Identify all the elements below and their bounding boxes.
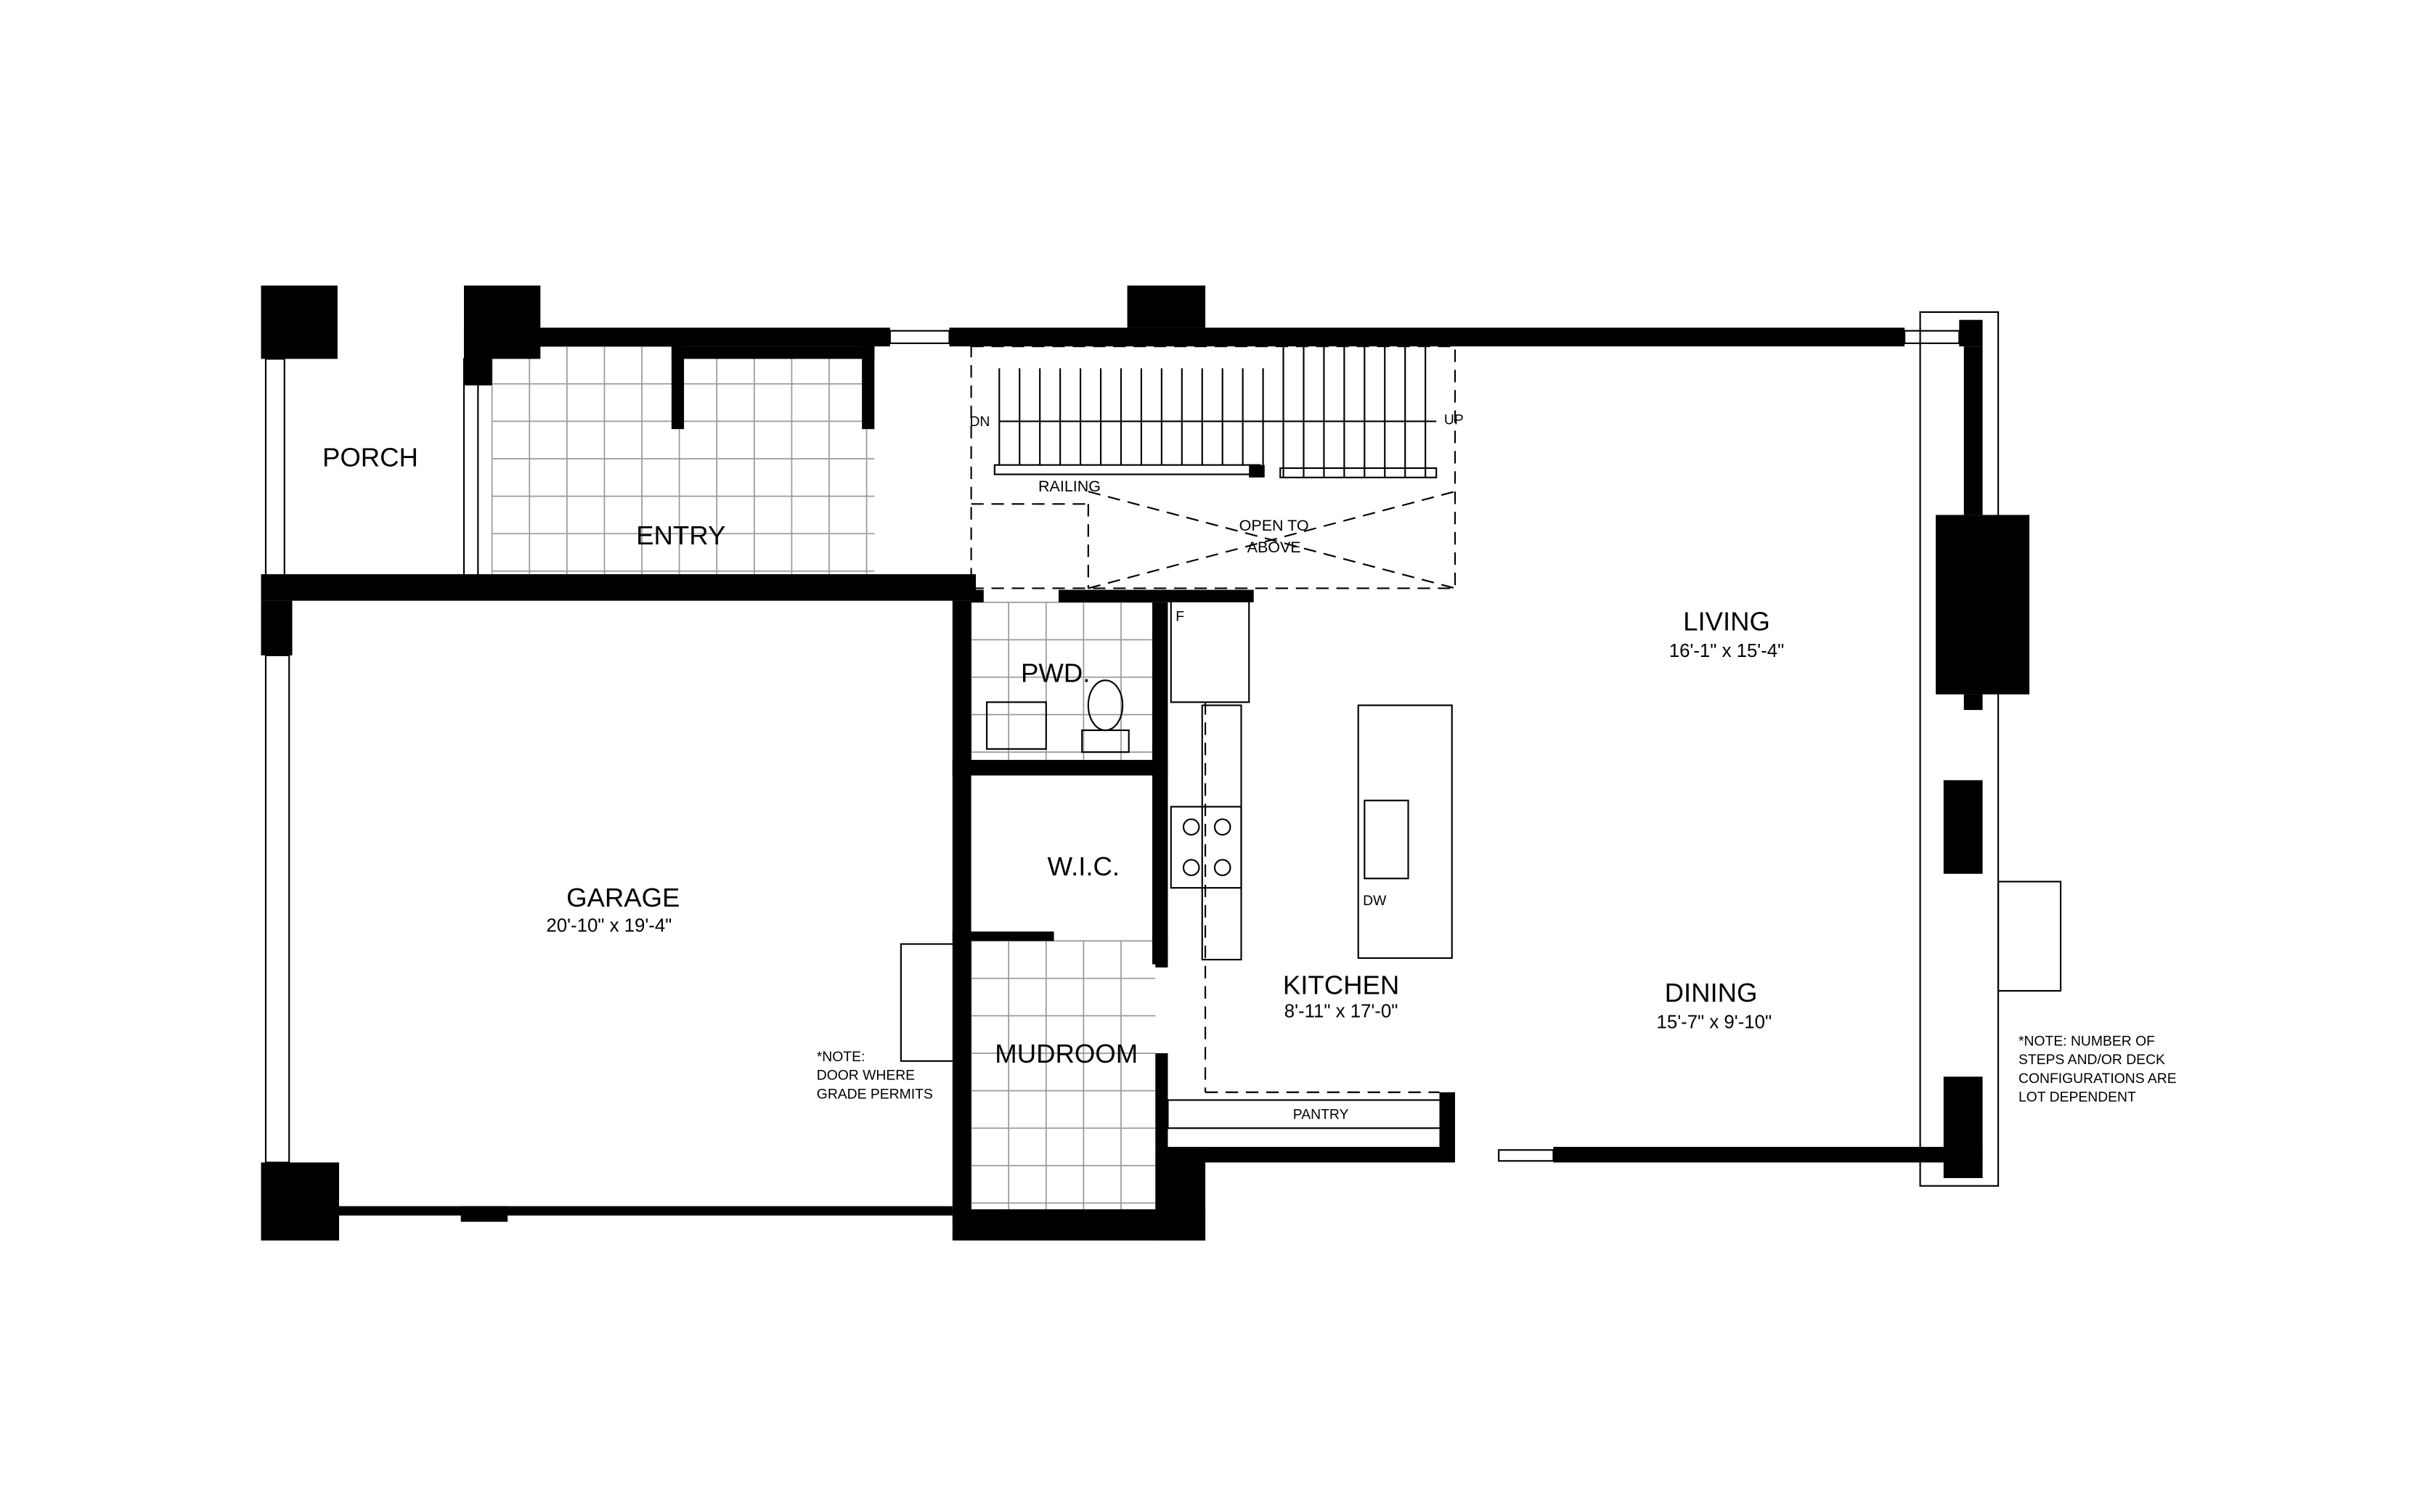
walls [261, 285, 2062, 1241]
wic-label: W.I.C. [1048, 851, 1120, 881]
deck-note: *NOTE: NUMBER OF STEPS AND/OR DECK CONFI… [2018, 1033, 2177, 1105]
mudroom-label: MUDROOM [995, 1039, 1138, 1068]
garage-label: GARAGE [566, 883, 680, 912]
living-size: 16'-1" x 15'-4" [1669, 641, 1785, 661]
mudroom-tile-grid [970, 940, 1156, 1209]
kitchen-label: KITCHEN [1283, 970, 1399, 1000]
dishwasher-label: DW [1363, 893, 1387, 909]
staircase [970, 346, 1457, 589]
svg-text:STEPS AND/OR DECK: STEPS AND/OR DECK [2018, 1052, 2165, 1068]
railing-label: RAILING [1038, 478, 1101, 495]
kitchen-size: 8'-11" x 17'-0" [1284, 1002, 1398, 1022]
garage-door-note: *NOTE: DOOR WHERE GRADE PERMITS [817, 1049, 933, 1103]
stair-down-label: DN [969, 414, 990, 430]
open-to-above-line2: ABOVE [1247, 539, 1301, 556]
garage-size: 20'-10" x 19'-4" [546, 915, 672, 936]
entry-label: ENTRY [636, 520, 725, 550]
pantry-label: PANTRY [1293, 1106, 1349, 1122]
dining-label: DINING [1665, 978, 1758, 1008]
svg-text:*NOTE:: *NOTE: [817, 1049, 865, 1065]
open-to-above-line1: OPEN TO [1239, 517, 1309, 534]
dining-size: 15'-7" x 9'-10" [1657, 1013, 1772, 1033]
living-label: LIVING [1683, 606, 1770, 636]
fridge-label: F [1176, 609, 1184, 625]
stair-up-label: UP [1444, 412, 1464, 428]
svg-text:GRADE PERMITS: GRADE PERMITS [817, 1086, 933, 1102]
svg-text:CONFIGURATIONS ARE: CONFIGURATIONS ARE [2018, 1071, 2177, 1087]
porch-label: PORCH [322, 443, 418, 473]
svg-text:*NOTE: NUMBER OF: *NOTE: NUMBER OF [2018, 1033, 2155, 1049]
svg-text:DOOR WHERE: DOOR WHERE [817, 1068, 915, 1084]
pwd-label: PWD. [1021, 658, 1090, 687]
kitchen-fixtures [900, 600, 1453, 1129]
svg-text:LOT DEPENDENT: LOT DEPENDENT [2018, 1090, 2136, 1106]
